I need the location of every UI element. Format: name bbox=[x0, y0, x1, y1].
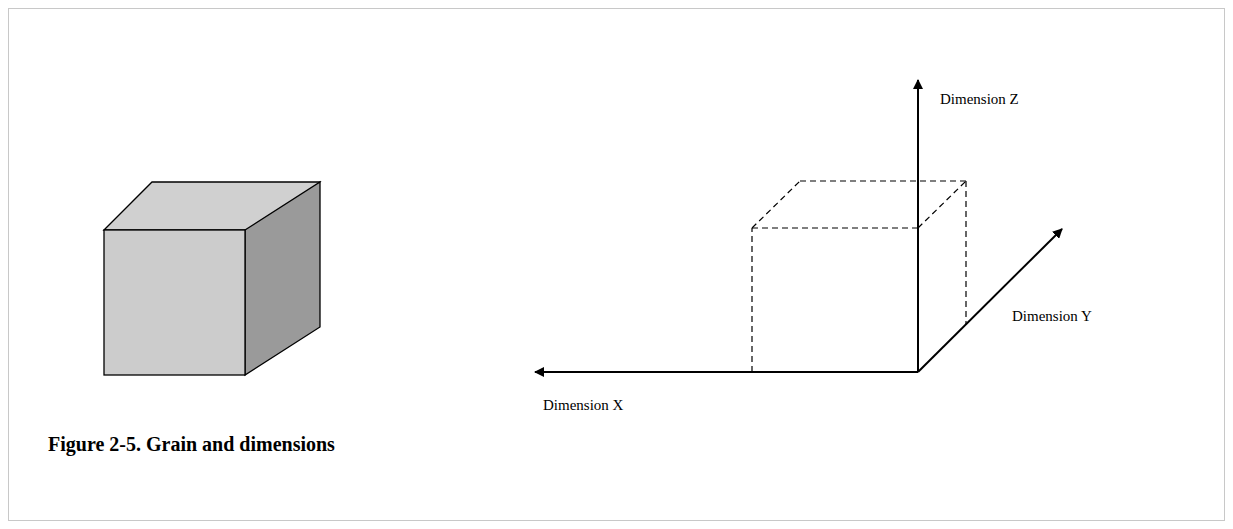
dashed-cube bbox=[752, 181, 966, 372]
axes bbox=[535, 80, 1062, 372]
axis-label: Dimension X bbox=[543, 397, 623, 414]
figure-caption: Figure 2-5. Grain and dimensions bbox=[48, 433, 335, 456]
axis-label: Dimension Z bbox=[940, 91, 1019, 108]
grain-cube bbox=[104, 182, 320, 375]
axis-label: Dimension Y bbox=[1012, 308, 1092, 325]
